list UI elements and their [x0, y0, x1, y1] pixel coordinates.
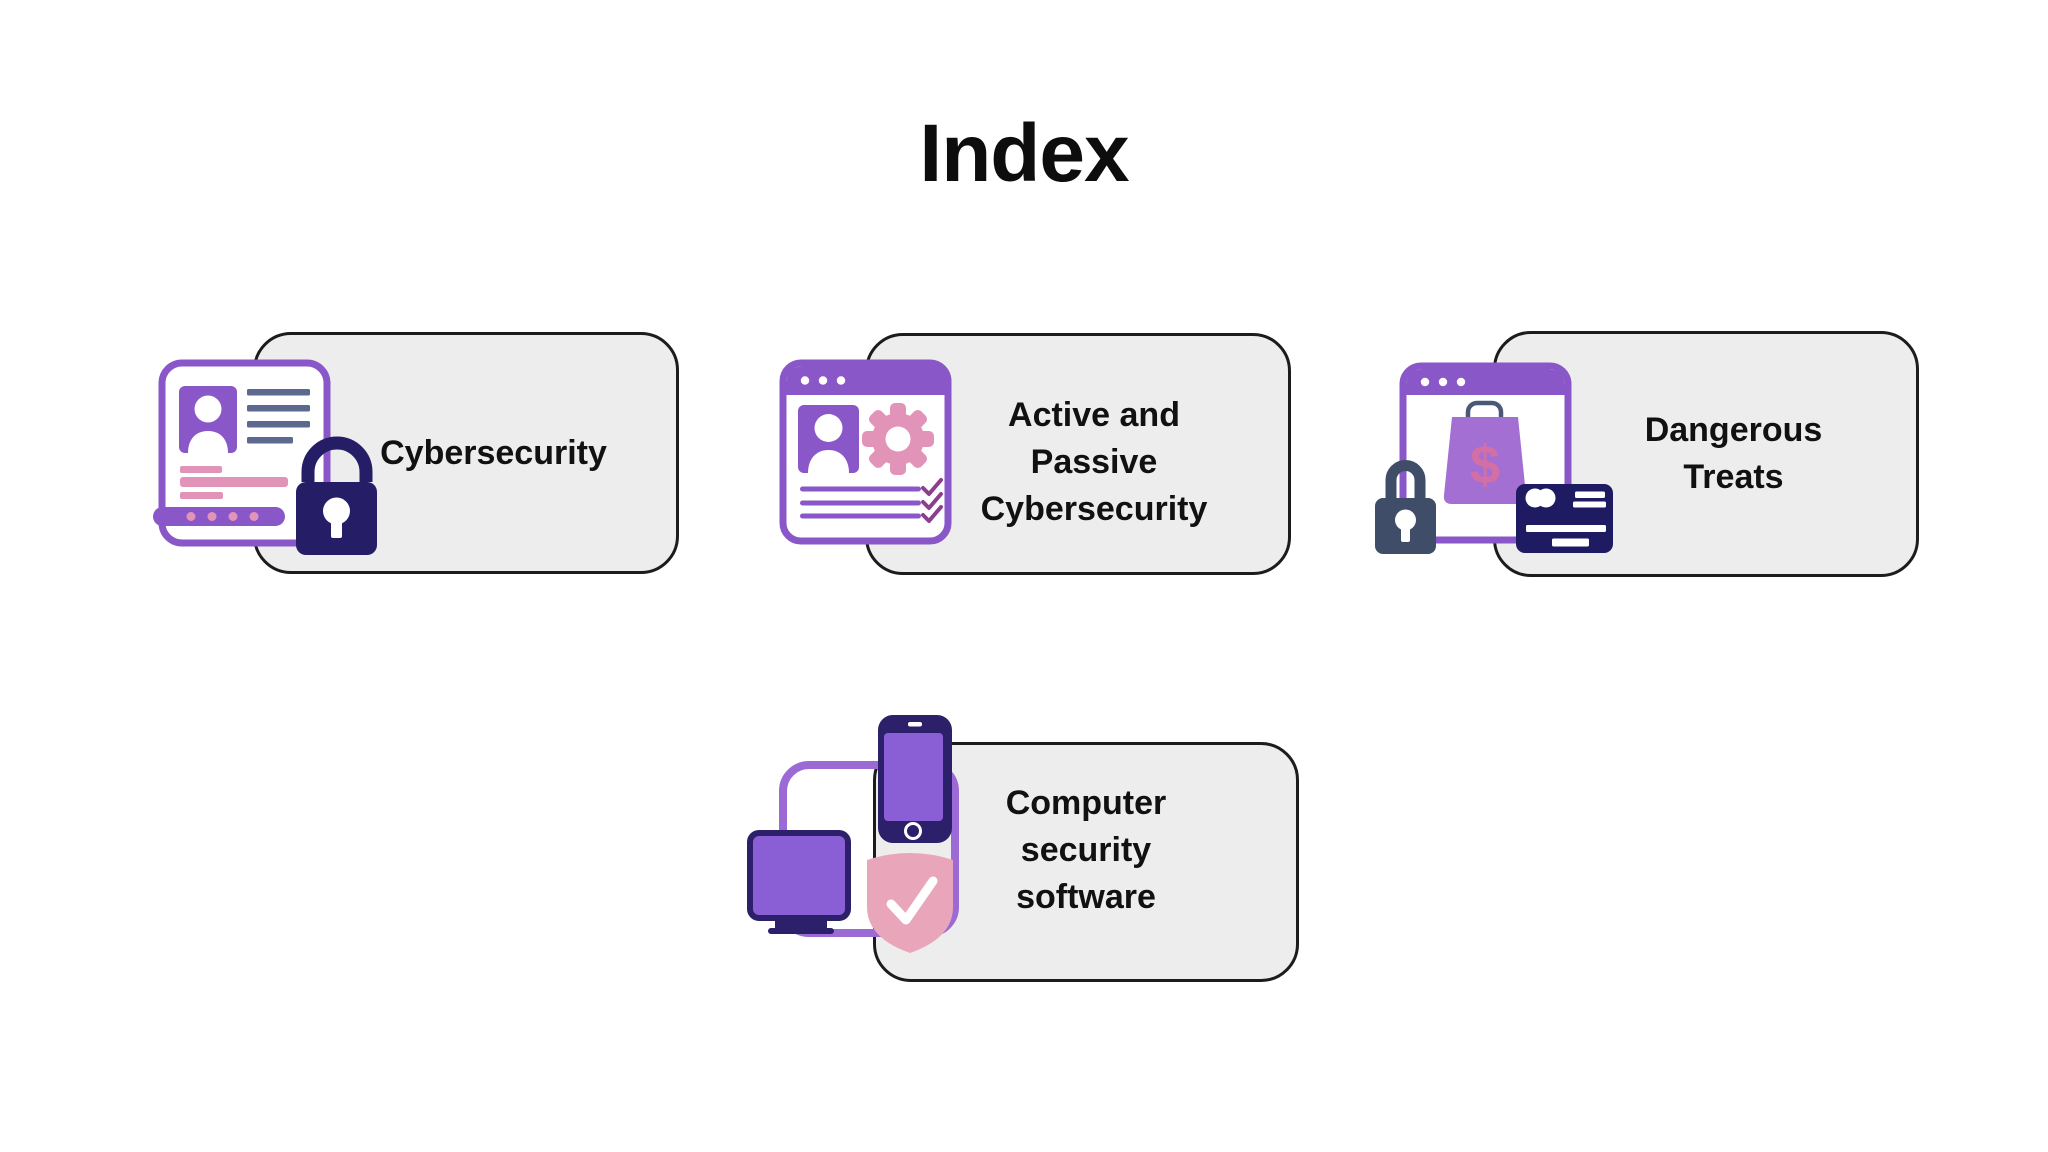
id-card-padlock-icon	[140, 355, 390, 570]
checklist-icon	[800, 478, 943, 523]
page-title: Index	[919, 107, 1129, 199]
pink-lines	[180, 466, 288, 499]
card-label-active-passive-cybersecurity: Active and Passive Cybersecurity	[980, 395, 1208, 528]
dollar-sign: $	[1470, 435, 1500, 495]
browser-shopping-lock-credit-card-icon: $	[1360, 355, 1625, 565]
shopping-bag-icon: $	[1443, 400, 1527, 504]
card-label-dangerous-treats: Dangerous Treats	[1644, 411, 1823, 496]
id-card-icon	[153, 359, 331, 547]
user-avatar-icon	[808, 414, 849, 473]
card-label-computer-security-software: Computer security software	[1005, 783, 1167, 916]
keyboard-bar-icon	[153, 507, 285, 526]
credit-card-icon	[1516, 484, 1613, 553]
browser-dots	[1420, 377, 1466, 387]
gear-icon	[862, 403, 934, 475]
browser-user-gear-checklist-icon	[775, 355, 960, 555]
index-card-active-passive-cybersecurity[interactable]: Active and Passive Cybersecurity	[865, 333, 1291, 575]
smartphone-icon	[878, 715, 952, 843]
shield-check-icon	[867, 853, 953, 953]
browser-dots	[800, 376, 846, 385]
devices-shield-check-icon	[740, 700, 970, 962]
padlock-icon	[296, 436, 377, 555]
text-lines	[247, 389, 310, 444]
monitor-icon	[747, 830, 851, 934]
padlock-icon	[1375, 460, 1436, 554]
card-label-cybersecurity: Cybersecurity	[380, 433, 607, 472]
user-avatar-icon	[188, 395, 228, 453]
